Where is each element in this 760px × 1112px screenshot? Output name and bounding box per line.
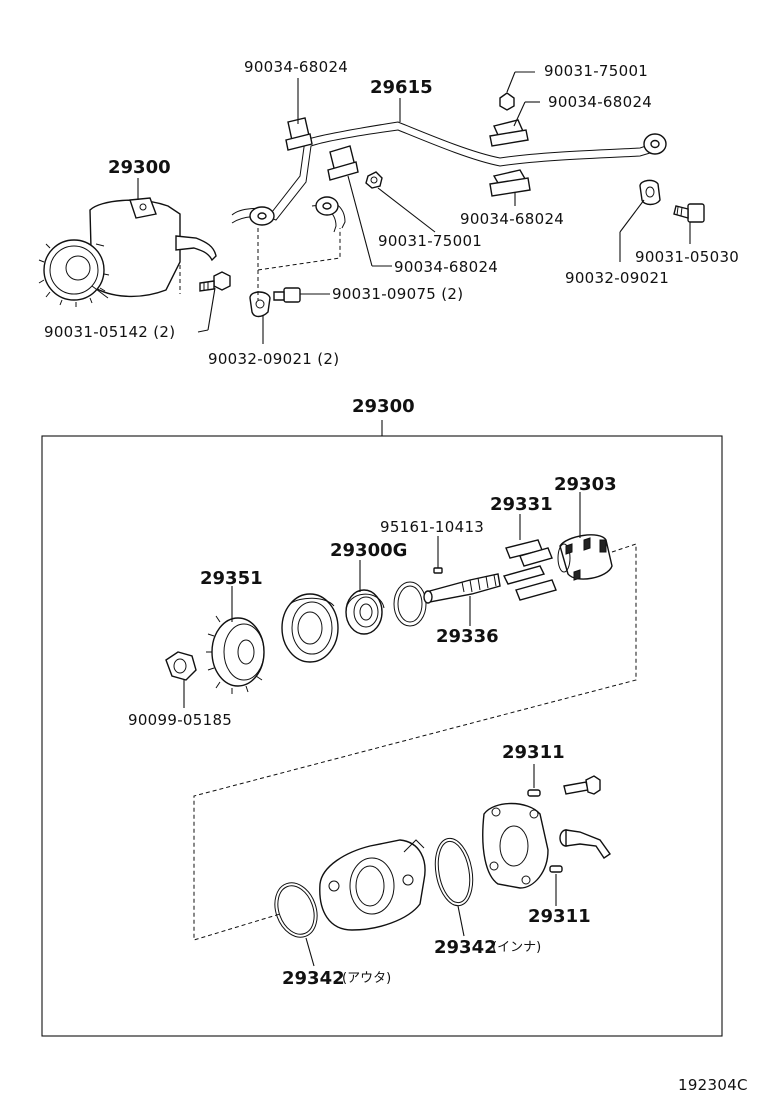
label-oring-inner-note: (インナ) bbox=[492, 940, 541, 955]
oil-pipe bbox=[231, 121, 667, 233]
rear-cover bbox=[482, 802, 549, 889]
mount-bolt bbox=[199, 271, 231, 292]
vanes bbox=[502, 539, 557, 601]
cover-bolt bbox=[563, 775, 601, 795]
pipe-nut bbox=[365, 171, 383, 189]
bearing bbox=[345, 589, 385, 635]
front-housing bbox=[319, 839, 426, 931]
label-clip-d: 90034-68024 bbox=[394, 258, 498, 276]
label-oring-outer: 29342 bbox=[282, 968, 345, 989]
seal-housing bbox=[281, 593, 339, 663]
label-pump-assy-top: 29300 bbox=[108, 157, 171, 178]
union-bolt-right bbox=[673, 203, 705, 223]
label-bolt-d: 90031-09075 (2) bbox=[332, 285, 463, 303]
label-oring-outer-note: (アウタ) bbox=[342, 971, 391, 986]
label-pin-b: 29311 bbox=[528, 906, 591, 927]
rotor bbox=[557, 534, 613, 581]
label-shaft: 29336 bbox=[436, 626, 499, 647]
label-gasket-b: 90032-09021 (2) bbox=[208, 350, 339, 368]
label-rotor: 29303 bbox=[554, 474, 617, 495]
label-clip-a: 90034-68024 bbox=[244, 58, 348, 76]
label-gear: 29351 bbox=[200, 568, 263, 589]
label-clip-b: 90034-68024 bbox=[548, 93, 652, 111]
pump-assembly-top bbox=[38, 197, 217, 307]
catalog-code: 192304C bbox=[678, 1076, 748, 1094]
label-oring-inner: 29342 bbox=[434, 937, 497, 958]
shaft-pin bbox=[433, 567, 443, 574]
label-pipe: 29615 bbox=[370, 77, 433, 98]
dowel-pin-lower bbox=[549, 865, 563, 873]
exploded-view-frame bbox=[41, 435, 723, 1037]
label-bolt-c: 90031-05030 bbox=[635, 248, 739, 266]
label-gasket-a: 90032-09021 bbox=[565, 269, 669, 287]
leader-lines-box bbox=[183, 492, 581, 967]
pipe-clip-middle bbox=[327, 145, 359, 181]
pipe-clip-lower-right bbox=[489, 169, 531, 197]
label-bolt-a: 90031-75001 bbox=[544, 62, 648, 80]
pipe-clip-upper-right bbox=[489, 119, 529, 147]
label-bolt-e: 90031-05142 (2) bbox=[44, 323, 175, 341]
o-ring-inner bbox=[434, 837, 474, 907]
gasket-right bbox=[639, 179, 661, 206]
label-bearing: 29300G bbox=[330, 540, 407, 561]
dowel-pin-upper bbox=[527, 789, 541, 797]
label-pin: 95161-10413 bbox=[380, 518, 484, 536]
outlet-fitting bbox=[559, 829, 611, 859]
label-nut: 90099-05185 bbox=[128, 711, 232, 729]
rotor-shaft bbox=[423, 573, 501, 604]
drive-gear bbox=[206, 615, 265, 694]
label-clip-c: 90034-68024 bbox=[460, 210, 564, 228]
union-bolt-left bbox=[273, 287, 301, 303]
label-pump-assy-box: 29300 bbox=[352, 396, 415, 417]
label-vane: 29331 bbox=[490, 494, 553, 515]
o-ring-outer bbox=[274, 882, 318, 938]
label-pin-a: 29311 bbox=[502, 742, 565, 763]
pipe-clip-left bbox=[285, 117, 313, 151]
gasket-left bbox=[249, 291, 271, 318]
snap-ring bbox=[393, 581, 427, 627]
top-right-nut bbox=[499, 92, 515, 111]
label-bolt-b: 90031-75001 bbox=[378, 232, 482, 250]
leader-lines-top bbox=[137, 71, 691, 344]
nut-hex bbox=[165, 651, 197, 681]
